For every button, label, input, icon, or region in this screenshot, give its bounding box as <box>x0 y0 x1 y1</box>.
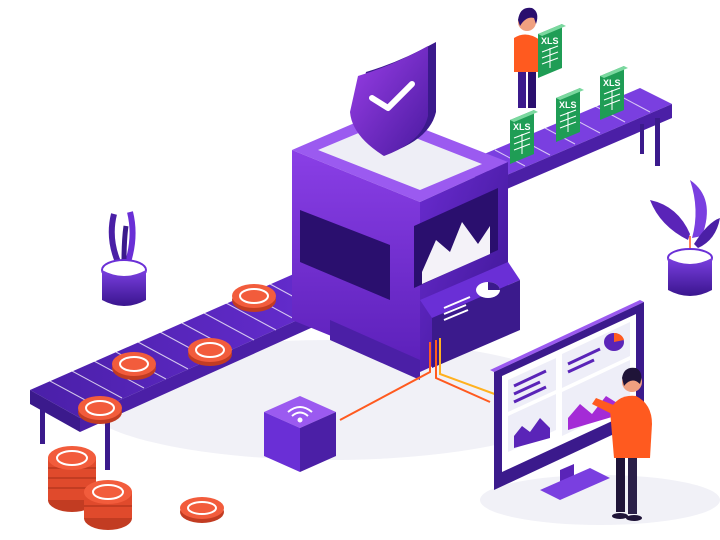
coin <box>188 338 232 366</box>
processing-machine <box>292 112 520 380</box>
xls-file-icon: XLS <box>538 24 566 78</box>
pie-chart-icon <box>476 282 500 298</box>
coin <box>232 284 276 312</box>
shield-check-icon <box>350 42 436 156</box>
coin-stack-left <box>48 446 224 530</box>
xls-file-icon: XLS <box>600 66 628 120</box>
plant-right <box>650 180 720 296</box>
xls-file-icon: XLS <box>556 88 584 142</box>
pie-chart-icon <box>604 332 624 351</box>
coin <box>112 352 156 380</box>
svg-text:XLS: XLS <box>541 36 559 46</box>
dashboard-monitor <box>490 300 644 500</box>
svg-text:XLS: XLS <box>559 100 577 110</box>
wifi-device <box>264 396 336 472</box>
plant-left <box>101 211 147 306</box>
wifi-icon <box>287 406 313 423</box>
xls-file-icon: XLS <box>510 110 538 164</box>
person-right <box>592 367 652 521</box>
svg-text:XLS: XLS <box>603 78 621 88</box>
person-top: XLS <box>514 7 566 108</box>
coin <box>78 396 122 424</box>
cables <box>339 338 501 421</box>
spreadsheet-files: XLS XLS XLS <box>510 66 628 164</box>
svg-text:XLS: XLS <box>513 122 531 132</box>
